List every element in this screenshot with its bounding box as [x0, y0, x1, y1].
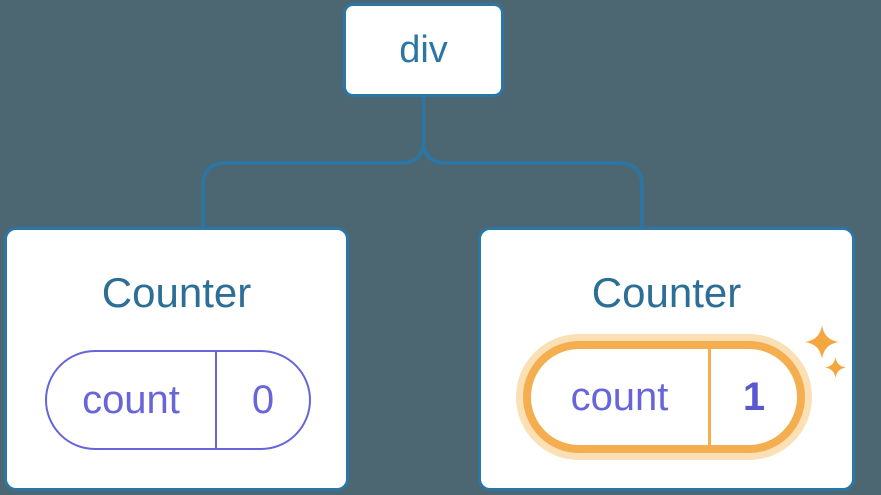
counter-card-right-title: Counter [591, 269, 742, 316]
state-pill-left: count 0 [45, 350, 311, 450]
counter-card-right: Counter count 1 [478, 227, 855, 491]
connector-left-branch [201, 93, 426, 230]
sparkle-icon-large [805, 325, 839, 359]
state-pill-left-key: count [82, 377, 180, 422]
state-pill-left-value: 0 [215, 352, 309, 448]
state-pill-right-value: 1 [708, 349, 797, 445]
tree-node-div: div [343, 3, 504, 97]
connector-right-branch [421, 93, 644, 230]
sparkle-icon-small [825, 357, 846, 378]
counter-card-left: Counter count 0 [4, 227, 349, 491]
tree-node-div-label: div [399, 28, 448, 71]
state-pill-right-highlighted: count 1 [523, 341, 805, 453]
counter-card-left-title: Counter [101, 269, 252, 316]
state-pill-right-key: count [570, 374, 669, 419]
